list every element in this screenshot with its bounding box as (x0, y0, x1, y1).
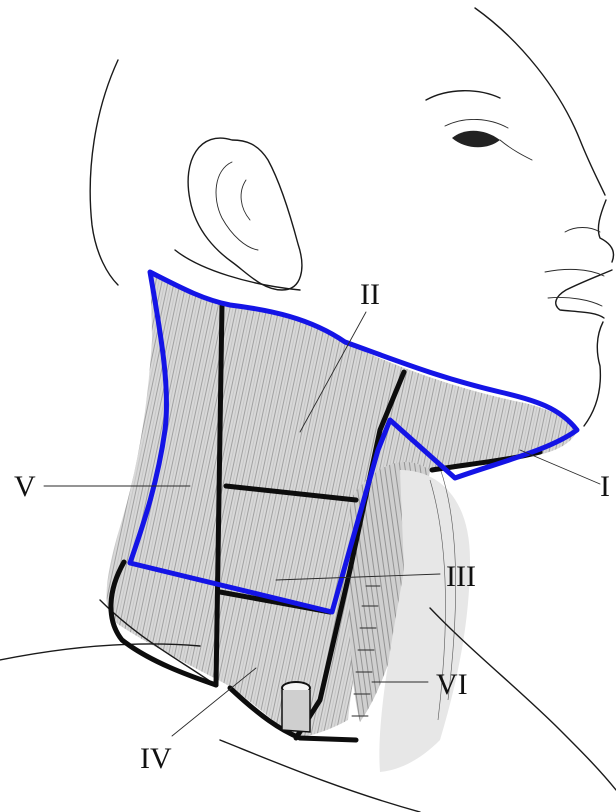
level-label-iv: IV (140, 742, 172, 775)
level-label-iii: III (446, 560, 476, 593)
jugular-vessel (282, 682, 310, 732)
level-label-ii: II (360, 278, 380, 311)
eye (426, 91, 532, 160)
neck-musculature (107, 275, 578, 772)
level-label-vi: VI (436, 668, 468, 701)
level-label-i: I (600, 470, 610, 503)
level-label-v: V (14, 470, 36, 503)
